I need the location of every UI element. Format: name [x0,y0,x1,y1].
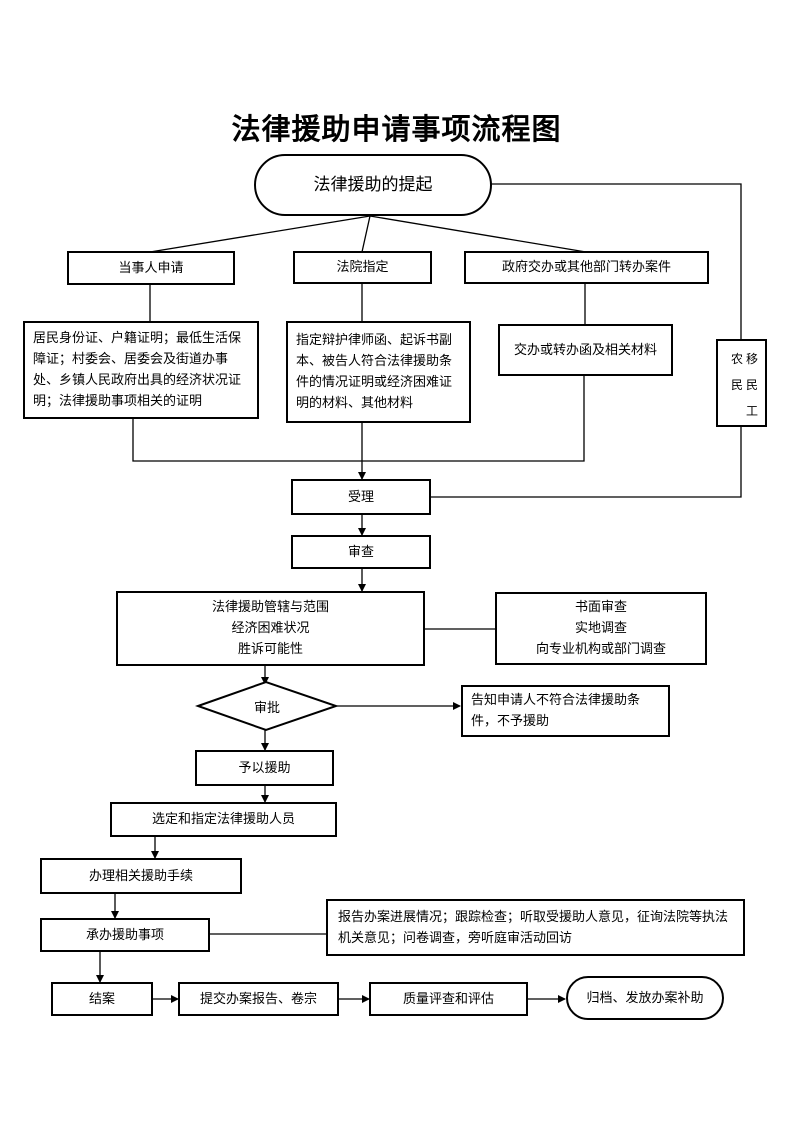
node-court-docs: 指定辩护律师函、起诉书副本、被告人符合法律援助条件的情况证明或经济困难证明的材料… [286,321,471,423]
diagram-title: 法律援助申请事项流程图 [231,112,562,146]
node-party-docs: 居民身份证、户籍证明；最低生活保障证；村委会、居委会及街道办事处、乡镇人民政府出… [23,321,259,419]
line-start-gov [369,215,587,253]
node-handle: 承办援助事项 [40,918,210,952]
line-migrant-accept [431,426,742,498]
node-procedures: 办理相关援助手续 [40,858,242,894]
node-quality: 质量评查和评估 [369,982,528,1016]
line-start-migrant [491,183,742,340]
node-migrant-workers [716,339,767,427]
node-reject: 告知申请人不符合法律援助条件，不予援助 [461,685,670,737]
review-method: 实地调查 [574,621,627,636]
node-court-assign: 法院指定 [293,251,432,284]
line-gov-merge [362,375,585,462]
node-archive: 归档、发放办案补助 [566,976,724,1020]
line-start-party [149,215,371,253]
node-start: 法律援助的提起 [254,154,492,216]
review-method: 向专业机构或部门调查 [535,642,666,657]
review-item: 经济困难状况 [231,621,310,636]
node-review: 审查 [291,535,431,569]
node-accept: 受理 [291,479,431,515]
line-party-merge [132,418,362,462]
migrant-text-col-left: 农民 [730,352,743,392]
approve-label: 审批 [254,701,281,716]
node-submit: 提交办案报告、卷宗 [178,982,339,1016]
review-item: 胜诉可能性 [237,642,303,657]
approve-diamond [194,680,340,732]
node-select-staff: 选定和指定法律援助人员 [110,802,337,837]
node-supervision: 报告办案进展情况；跟踪检查；听取受援助人意见，征询法院等执法机关意见；问卷调查，… [326,899,745,956]
review-method: 书面审查 [574,600,627,615]
node-party-apply: 当事人申请 [67,251,235,285]
node-review-items: 法律援助管辖与范围 经济困难状况 胜诉可能性 [116,591,425,666]
node-gov-docs: 交办或转办函及相关材料 [498,324,673,376]
review-item: 法律援助管辖与范围 [211,600,329,615]
line-start-court [361,215,371,253]
node-review-methods: 书面审查 实地调查 向专业机构或部门调查 [495,592,707,665]
node-close: 结案 [51,982,153,1016]
node-gov-transfer: 政府交办或其他部门转办案件 [464,251,709,284]
node-grant: 予以援助 [195,750,334,786]
migrant-text-col-right: 移民工 [745,352,758,418]
